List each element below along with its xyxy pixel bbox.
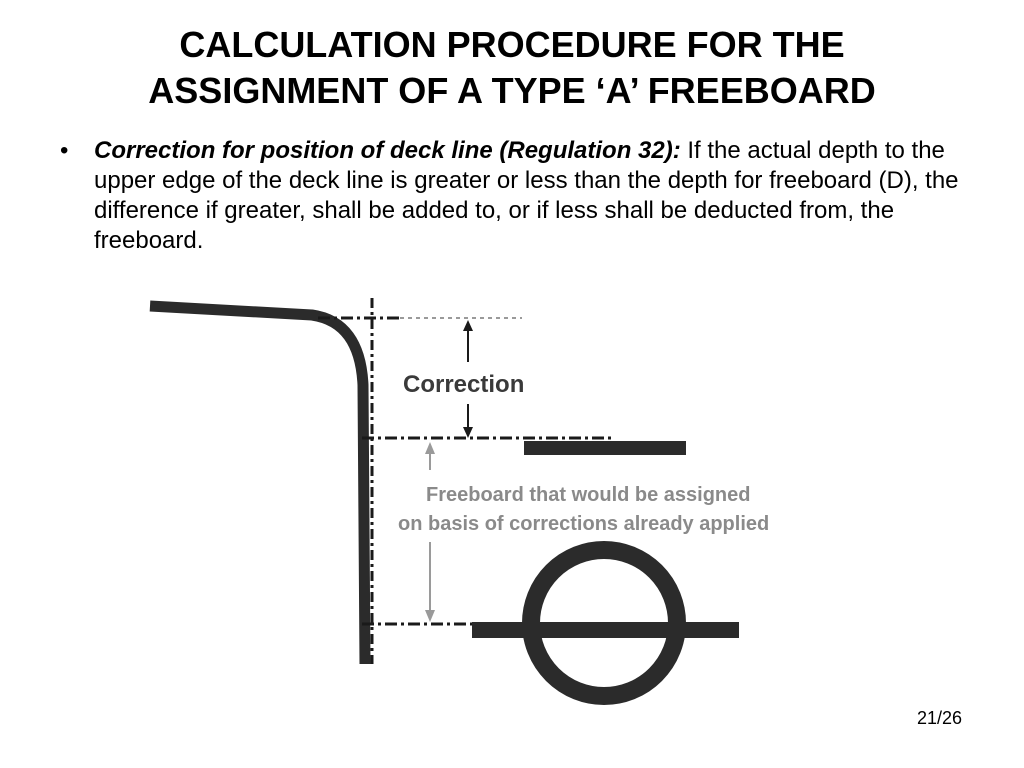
deck-line-mark bbox=[524, 441, 686, 455]
freeboard-label-line-2: on basis of corrections already applied bbox=[398, 513, 769, 535]
bullet-glyph: • bbox=[60, 137, 69, 164]
page-number: 21/26 bbox=[916, 708, 962, 728]
bullet-body: If the actual depth to the upper edge of… bbox=[94, 137, 959, 254]
bullet-heading: Correction for position of deck line (Re… bbox=[94, 137, 681, 164]
freeboard-arrowhead-up bbox=[425, 442, 435, 454]
hull-profile-line bbox=[149, 300, 371, 665]
correction-label: Correction bbox=[403, 371, 524, 398]
bullet-text: Correction for position of deck line (Re… bbox=[94, 136, 990, 256]
freeboard-label-line-1: Freeboard that would be assigned bbox=[426, 484, 751, 506]
title-line-1: CALCULATION PROCEDURE FOR THE bbox=[179, 24, 845, 65]
load-line-bar bbox=[472, 622, 739, 638]
slide-title: CALCULATION PROCEDURE FOR THE ASSIGNMENT… bbox=[0, 22, 1024, 114]
bullet-point: • Correction for position of deck line (… bbox=[60, 136, 990, 256]
correction-arrowhead-down bbox=[463, 427, 473, 438]
title-line-2: ASSIGNMENT OF A TYPE ‘A’ FREEBOARD bbox=[148, 70, 876, 111]
freeboard-arrowhead-down bbox=[425, 610, 435, 622]
correction-arrowhead-up bbox=[463, 320, 473, 331]
